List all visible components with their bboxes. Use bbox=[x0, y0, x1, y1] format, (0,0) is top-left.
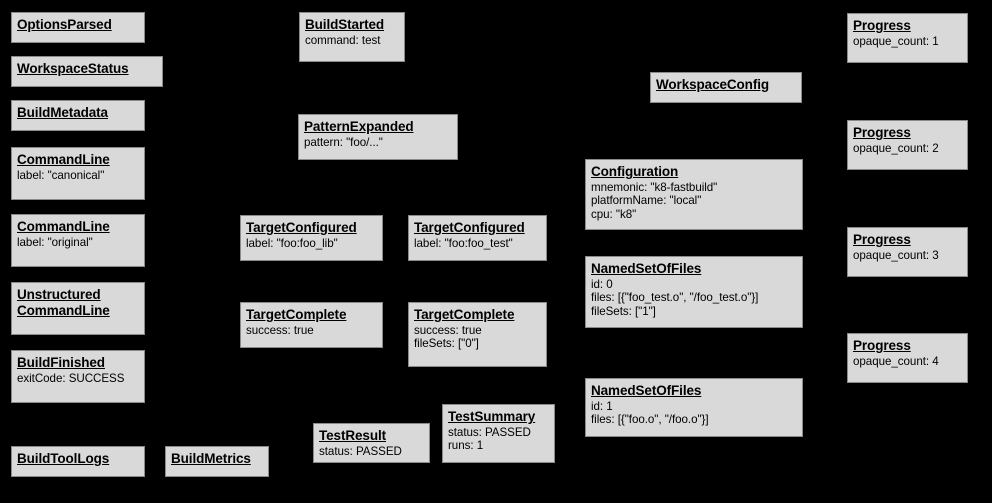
node-title: BuildToolLogs bbox=[17, 451, 110, 466]
node-title: Progress bbox=[853, 338, 911, 353]
node-build-tool-logs[interactable]: BuildToolLogs bbox=[11, 446, 145, 477]
node-field-1: runs: 1 bbox=[448, 439, 484, 453]
node-title: BuildStarted bbox=[305, 17, 385, 32]
node-title: CommandLine bbox=[17, 219, 110, 234]
node-title: Unstructured CommandLine bbox=[17, 287, 110, 318]
node-title: Configuration bbox=[591, 164, 679, 179]
node-field-2: fileSets: ["1"] bbox=[591, 304, 656, 318]
node-field-0: id: 0 bbox=[591, 277, 613, 291]
node-title: OptionsParsed bbox=[17, 17, 112, 32]
node-title: WorkspaceConfig bbox=[656, 77, 770, 92]
node-title: BuildMetadata bbox=[17, 105, 108, 120]
node-title: TargetConfigured bbox=[246, 220, 357, 235]
node-field-2: cpu: "k8" bbox=[591, 207, 637, 221]
node-field-1: platformName: "local" bbox=[591, 194, 702, 208]
node-title: Progress bbox=[853, 232, 911, 247]
node-field-0: success: true bbox=[414, 323, 482, 337]
node-field-0: opaque_count: 4 bbox=[853, 354, 939, 368]
node-field-0: id: 1 bbox=[591, 399, 613, 413]
node-title: CommandLine bbox=[17, 152, 110, 167]
node-field-0: label: "original" bbox=[17, 235, 93, 249]
node-title: WorkspaceStatus bbox=[17, 61, 129, 76]
node-field-0: opaque_count: 1 bbox=[853, 34, 939, 48]
node-field-1: fileSets: ["0"] bbox=[414, 337, 479, 351]
node-field-0: label: "foo:foo_lib" bbox=[246, 236, 338, 250]
node-title: NamedSetOfFiles bbox=[591, 261, 702, 276]
node-field-1: files: [{"foo.o", "/foo.o"}] bbox=[591, 413, 709, 427]
node-unstructured-command-line[interactable]: Unstructured CommandLine bbox=[11, 282, 145, 335]
node-field-0: pattern: "foo/..." bbox=[304, 135, 383, 149]
node-title: TestResult bbox=[319, 428, 387, 443]
node-field-1: files: [{"foo_test.o", "/foo_test.o"}] bbox=[591, 291, 759, 305]
node-field-0: label: "foo:foo_test" bbox=[414, 236, 513, 250]
node-title: PatternExpanded bbox=[304, 119, 414, 134]
node-title: TargetComplete bbox=[246, 307, 347, 322]
node-field-0: command: test bbox=[305, 33, 381, 47]
node-build-metadata[interactable]: BuildMetadata bbox=[11, 100, 145, 131]
node-title: BuildFinished bbox=[17, 355, 105, 370]
node-title: BuildMetrics bbox=[171, 451, 251, 466]
node-field-0: label: "canonical" bbox=[17, 168, 105, 182]
node-field-0: status: PASSED bbox=[448, 425, 531, 439]
node-workspace-config[interactable]: WorkspaceConfig bbox=[650, 72, 802, 103]
node-field-0: opaque_count: 2 bbox=[853, 141, 939, 155]
node-workspace-status[interactable]: WorkspaceStatus bbox=[11, 56, 163, 87]
node-title: TargetConfigured bbox=[414, 220, 525, 235]
node-title: NamedSetOfFiles bbox=[591, 383, 702, 398]
node-title: Progress bbox=[853, 125, 911, 140]
node-title: TestSummary bbox=[448, 409, 536, 424]
node-field-0: mnemonic: "k8-fastbuild" bbox=[591, 180, 718, 194]
node-title: Progress bbox=[853, 18, 911, 33]
node-field-0: exitCode: SUCCESS bbox=[17, 371, 125, 385]
node-field-0: opaque_count: 3 bbox=[853, 248, 939, 262]
node-title: TargetComplete bbox=[414, 307, 515, 322]
node-options-parsed[interactable]: OptionsParsed bbox=[11, 12, 145, 43]
node-field-0: status: PASSED bbox=[319, 444, 402, 458]
node-build-metrics[interactable]: BuildMetrics bbox=[165, 446, 269, 477]
node-field-0: success: true bbox=[246, 323, 314, 337]
